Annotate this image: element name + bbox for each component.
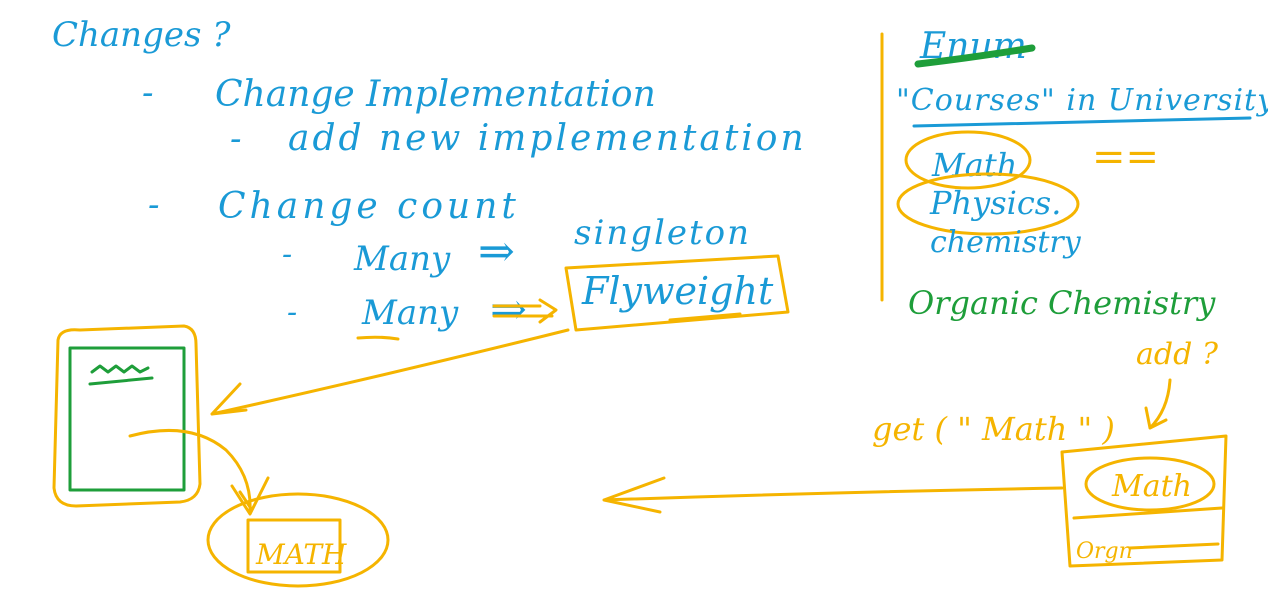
notes-item-target: singleton (574, 213, 751, 253)
bullet-dash: - (287, 295, 297, 330)
enum-subtitle-underline (912, 116, 1252, 128)
notes-item-label: add new implementation (288, 118, 807, 159)
lookup-value-highlight (1084, 456, 1216, 512)
reference-arrow (128, 428, 252, 514)
notes-item-label: Many (361, 293, 459, 333)
bullet-dash: - (142, 73, 154, 113)
lookup-return-arrow (602, 476, 1064, 514)
notes-item-flyweight: - Many ⇒ Flyweight (287, 269, 774, 335)
enum-title-underline (914, 44, 1036, 68)
enum-values: Math Physics. chemistry (896, 130, 1082, 260)
lookup-object-outline (1060, 434, 1228, 568)
bullet-dash: - (148, 185, 160, 225)
lookup-box-extra-underline (1128, 542, 1220, 550)
notes-item-singleton: - Many ⇒ singleton (282, 213, 751, 279)
bullet-dash: - (282, 237, 292, 272)
lookup-question: add ? (1136, 337, 1219, 372)
shared-object-box (246, 518, 342, 574)
enum-value-highlight (896, 172, 1080, 236)
flyweight-underline (668, 312, 742, 322)
equals-mark: == (1092, 134, 1159, 180)
notes-item-label: Change Implementation (215, 74, 656, 115)
question-arrow (1144, 378, 1172, 430)
reference-arrowhead (230, 476, 270, 516)
enum-value-highlight (904, 130, 1032, 190)
scribble-line (90, 364, 150, 374)
enum-added-value: Organic Chemistry (908, 284, 1216, 322)
flyweight-link-arrow (210, 328, 570, 416)
many-underline (356, 335, 400, 341)
notes-item-add-implementation: - add new implementation (230, 118, 807, 159)
bullet-dash: - (230, 119, 242, 159)
notes-item-change-implementation: - Change Implementation (142, 73, 656, 115)
lookup-call: get ( " Math " ) (872, 410, 1115, 448)
shared-object-label: MATH (255, 538, 347, 571)
notes-heading: Changes ? (52, 15, 231, 55)
scribble-line (88, 376, 154, 386)
notes-item-label: Change count (218, 186, 520, 227)
enum-subtitle: "Courses" in University (896, 83, 1268, 118)
notes-item-label: Many (353, 239, 451, 279)
arrow-highlight (492, 298, 558, 324)
enum-value: chemistry (930, 225, 1082, 260)
lookup-box-extra: Orgn (1076, 539, 1133, 564)
lookup-box-value: Math (1111, 469, 1192, 504)
client-object-outline (52, 324, 202, 508)
enum-value: Physics. (929, 184, 1061, 222)
double-arrow-icon: ⇒ (490, 284, 527, 335)
shared-object-outline (206, 492, 390, 588)
double-arrow-icon: ⇒ (478, 226, 515, 277)
flyweight-box (564, 254, 790, 332)
notes-item-target: Flyweight (581, 269, 774, 313)
client-object-panel (68, 346, 186, 492)
lookup-object-divider (1072, 506, 1224, 520)
notes-item-change-count: - Change count (148, 185, 520, 227)
